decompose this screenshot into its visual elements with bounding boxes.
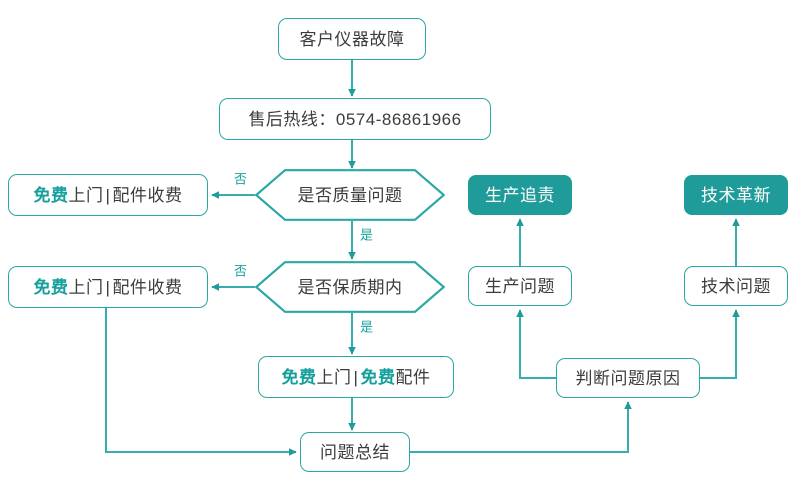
node-production-accountability-label: 生产追责: [485, 185, 555, 205]
node-problem-summary-label: 问题总结: [320, 442, 390, 462]
node-decision-quality-label: 是否质量问题: [297, 185, 403, 205]
node-decision-quality[interactable]: 是否质量问题: [255, 169, 445, 221]
node-technical-issue-label: 技术问题: [701, 276, 771, 296]
paid-1-free-part: 免费: [33, 185, 69, 205]
free-all-separator: |: [353, 367, 359, 387]
edge-judge-to-prod-issue: [516, 309, 556, 379]
node-judge-cause[interactable]: 判断问题原因: [556, 358, 700, 398]
node-judge-cause-label: 判断问题原因: [575, 368, 681, 388]
node-problem-summary[interactable]: 问题总结: [300, 432, 410, 472]
paid-1-parts-charged: 配件收费: [112, 185, 183, 205]
free-all-onsite-part: 上门: [316, 367, 352, 387]
paid-2-separator: |: [105, 277, 111, 297]
edge-judge-to-tech-issue: [700, 309, 740, 379]
paid-2-free-part: 免费: [33, 277, 69, 297]
paid-1-separator: |: [105, 185, 111, 205]
node-hotline[interactable]: 售后热线：0574-86861966: [219, 98, 491, 140]
node-production-issue-label: 生产问题: [485, 276, 555, 296]
free-all-parts-word: 配件: [395, 367, 431, 387]
edge-summary-to-judge: [410, 401, 632, 453]
paid-2-parts-charged: 配件收费: [112, 277, 183, 297]
node-production-accountability[interactable]: 生产追责: [468, 175, 572, 215]
hexagon-shape-icon: [255, 261, 445, 313]
node-decision-warranty[interactable]: 是否保质期内: [255, 261, 445, 313]
node-start[interactable]: 客户仪器故障: [278, 18, 426, 60]
edge-label-yes-1: 是: [358, 228, 373, 241]
edge-label-no-2: 否: [232, 264, 247, 277]
hexagon-shape-icon: [255, 169, 445, 221]
edge-label-no-1: 否: [232, 172, 247, 185]
node-paid-service-1[interactable]: 免费上门|配件收费: [8, 174, 208, 216]
node-paid-service-2[interactable]: 免费上门|配件收费: [8, 266, 208, 308]
edge-paid2-to-summary: [105, 308, 297, 456]
node-technical-innovation-label: 技术革新: [701, 185, 771, 205]
node-production-issue[interactable]: 生产问题: [468, 266, 572, 306]
paid-1-onsite-part: 上门: [68, 185, 104, 205]
node-hotline-label: 售后热线：0574-86861966: [248, 109, 462, 129]
paid-2-onsite-part: 上门: [68, 277, 104, 297]
node-technical-issue[interactable]: 技术问题: [684, 266, 788, 306]
edge-label-yes-2: 是: [358, 320, 373, 333]
free-all-free-parts: 免费: [360, 367, 396, 387]
node-free-service[interactable]: 免费上门|免费配件: [258, 356, 454, 398]
node-start-label: 客户仪器故障: [299, 29, 405, 49]
node-decision-warranty-label: 是否保质期内: [297, 277, 403, 297]
node-technical-innovation[interactable]: 技术革新: [684, 175, 788, 215]
free-all-free-onsite: 免费: [281, 367, 317, 387]
